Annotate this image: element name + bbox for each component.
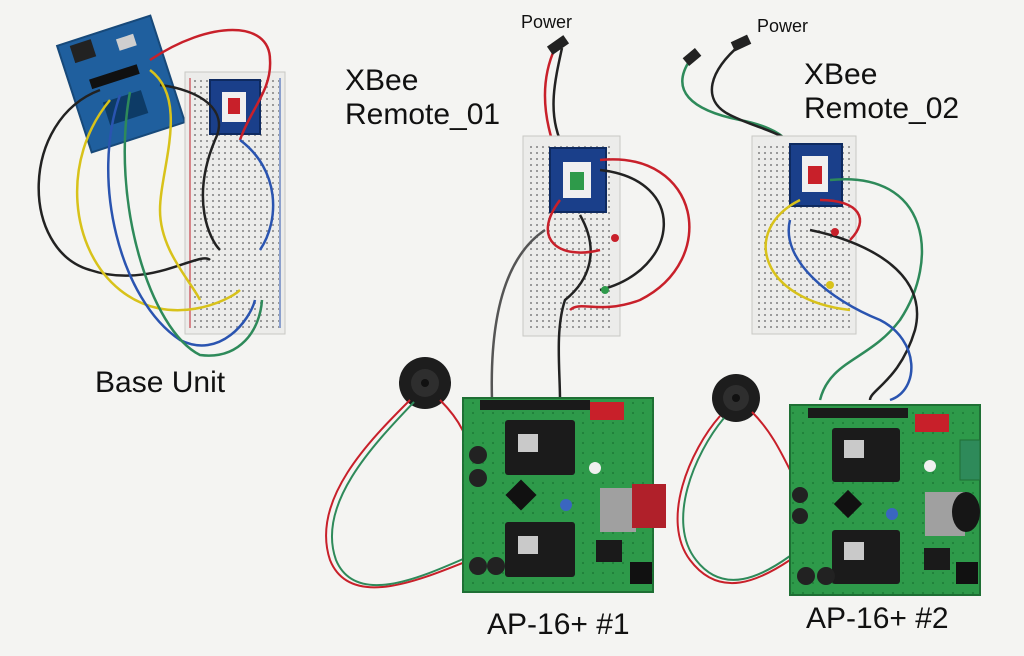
remote-01-wires	[490, 158, 691, 401]
speaker-1-wires	[325, 399, 471, 589]
base-wires	[37, 28, 275, 357]
arduino-board	[55, 14, 187, 154]
remote-01-power-wires	[543, 35, 570, 141]
speaker-2-wires	[676, 411, 791, 585]
ap16-2-label: AP-16+ #2	[806, 602, 949, 635]
power-label-2: Power	[757, 16, 809, 36]
remote-02-wires	[764, 177, 924, 402]
ap16-board-2	[789, 404, 981, 596]
speaker-2	[712, 374, 760, 422]
xbee-remote-02-label-line1: XBee	[804, 58, 878, 91]
ap16-1-label: AP-16+ #1	[487, 608, 630, 641]
speaker-1	[399, 357, 451, 409]
xbee-remote-01-label-line1: XBee	[345, 64, 419, 97]
xbee-remote-02-label-line2: Remote_02	[804, 92, 960, 125]
base-unit-label: Base Unit	[95, 366, 226, 399]
sd-card	[632, 484, 666, 528]
xbee-module-base	[209, 79, 261, 135]
ap16-board-1	[462, 397, 666, 593]
power-label-1: Power	[521, 12, 573, 32]
xbee-remote-01-label-line2: Remote_01	[345, 98, 501, 131]
xbee-module-remote-02	[789, 143, 843, 207]
